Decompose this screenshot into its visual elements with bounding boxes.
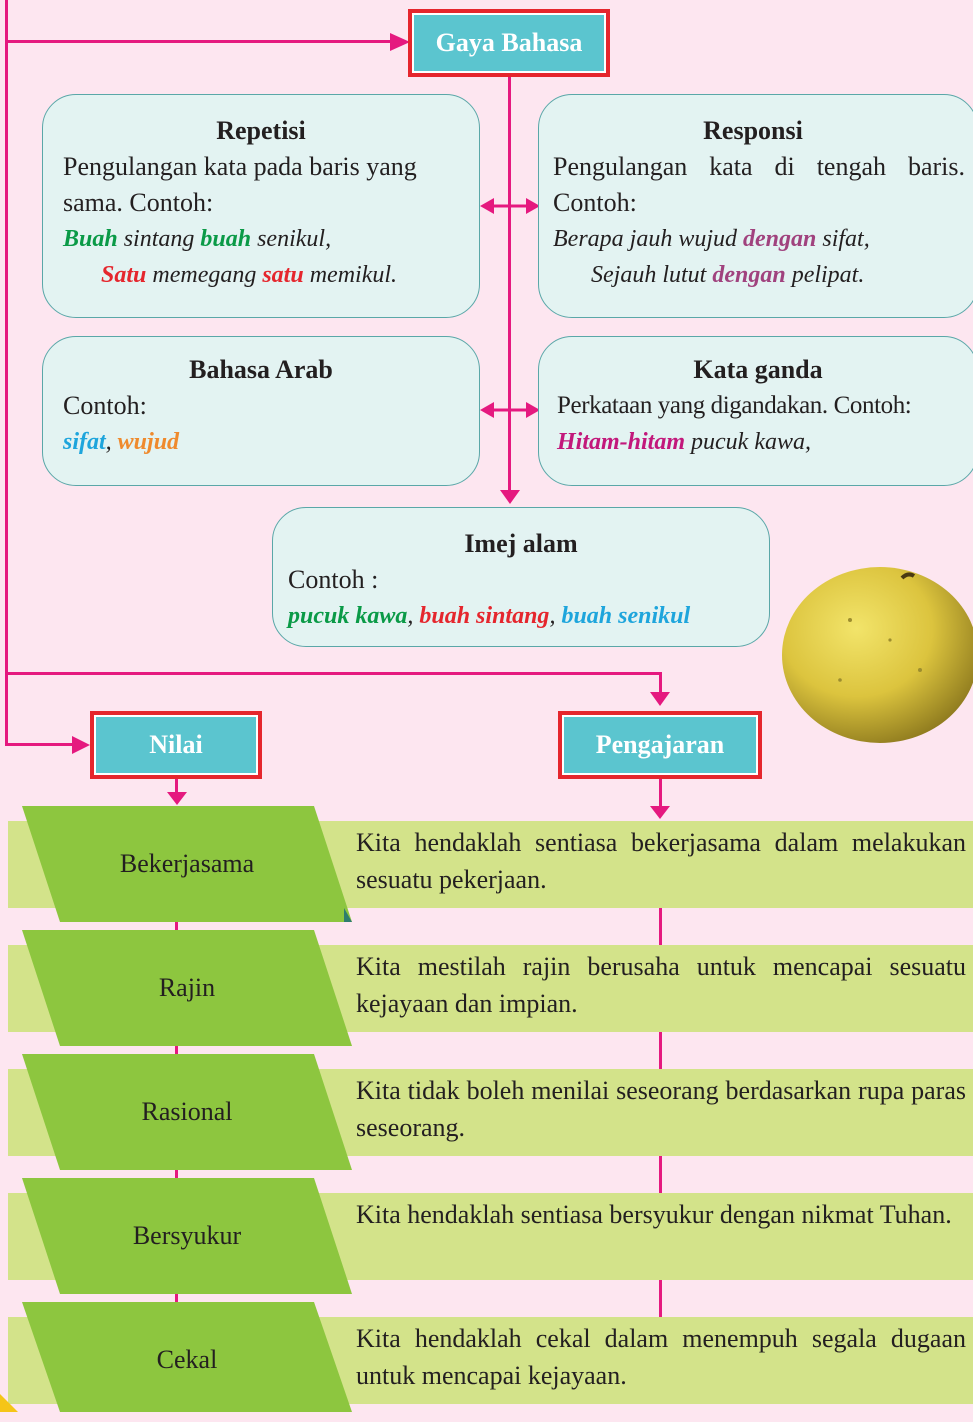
double-arrow-row1 [480, 198, 540, 214]
nilai-title: Nilai [90, 711, 262, 779]
arrow-to-pengajaran [650, 692, 670, 706]
pengajaran-title: Pengajaran [558, 711, 762, 779]
row-2: Rajin Kita mestilah rajin berusaha untuk… [0, 930, 973, 1050]
imej-alam-title: Imej alam [464, 529, 578, 558]
kata-ganda-example: Hitam-hitam pucuk kawa, [557, 429, 811, 455]
center-vertical-connector [508, 76, 511, 494]
top-horizontal-connector [5, 40, 395, 43]
responsi-title: Responsi [703, 116, 803, 145]
double-arrow-row2 [480, 402, 540, 418]
responsi-description: Pengulangan kata di tengah baris. [553, 152, 965, 181]
arrow-to-gaya-bahasa [390, 33, 410, 51]
kata-ganda-title: Kata ganda [693, 355, 823, 384]
row-5: Cekal Kita hendaklah cekal dalam menempu… [0, 1302, 973, 1422]
repetisi-example-line2: Satu memegang satu memikul. [101, 262, 398, 288]
pengajaran-text: Kita hendaklah sentiasa bersyukur dengan… [356, 1200, 952, 1229]
bahasa-arab-contoh: Contoh: [63, 391, 147, 420]
imej-alam-example: pucuk kawa, buah sintang, buah senikul [288, 603, 691, 629]
pengajaran-text: Kita tidak boleh menilai seseorang berda… [356, 1076, 966, 1142]
pengajaran-text: Kita hendaklah cekal dalam menempuh sega… [356, 1324, 966, 1390]
repetisi-title: Repetisi [216, 116, 306, 145]
responsi-contoh: Contoh: [553, 188, 637, 217]
pengajaran-drop-connector [659, 672, 662, 696]
repetisi-description: Pengulangan kata pada baris yang sama. C… [63, 152, 417, 217]
arrow-to-imej-alam [500, 490, 520, 504]
nilai-parallelogram: Bersyukur [22, 1178, 352, 1294]
nilai-parallelogram: Rajin [22, 930, 352, 1046]
arrow-pengajaran-down [650, 806, 670, 819]
gaya-bahasa-title: Gaya Bahasa [408, 9, 610, 77]
responsi-card: Responsi Pengulangan kata di tengah bari… [538, 94, 973, 318]
responsi-example-line2: Sejauh lutut dengan pelipat. [591, 262, 865, 288]
bahasa-arab-title: Bahasa Arab [189, 355, 333, 384]
nilai-feed-connector [5, 743, 75, 746]
kata-ganda-card: Kata ganda Perkataan yang digandakan. Co… [538, 336, 973, 486]
left-vertical-connector [5, 0, 8, 746]
mid-horizontal-connector [5, 672, 662, 675]
repetisi-card: Repetisi Pengulangan kata pada baris yan… [42, 94, 480, 318]
corner-decoration [0, 1394, 18, 1412]
row-1: Bekerjasama Kita hendaklah sentiasa beke… [0, 806, 973, 926]
arrow-to-nilai [72, 736, 90, 754]
nilai-parallelogram: Rasional [22, 1054, 352, 1170]
fruit-image [782, 567, 973, 743]
nilai-label: Rasional [141, 1097, 233, 1126]
bahasa-arab-card: Bahasa Arab Contoh: sifat, wujud [42, 336, 480, 486]
bahasa-arab-example: sifat, wujud [63, 429, 180, 455]
arrow-nilai-down [167, 792, 187, 805]
kata-ganda-description: Perkataan yang digandakan. Contoh: [557, 392, 912, 419]
pengajaran-text: Kita mestilah rajin berusaha untuk menca… [356, 952, 966, 1018]
imej-alam-card: Imej alam Contoh : pucuk kawa, buah sint… [272, 507, 770, 647]
row-3: Rasional Kita tidak boleh menilai seseor… [0, 1054, 973, 1174]
row-4: Bersyukur Kita hendaklah sentiasa bersyu… [0, 1178, 973, 1298]
responsi-example-line1: Berapa jauh wujud dengan sifat, [553, 226, 870, 252]
pengajaran-down-connector [659, 778, 662, 808]
nilai-label: Bekerjasama [119, 849, 255, 878]
nilai-parallelogram: Cekal [22, 1302, 352, 1418]
imej-alam-contoh: Contoh : [288, 565, 379, 594]
nilai-parallelogram: Bekerjasama [22, 806, 352, 922]
repetisi-example-line1: Buah sintang buah senikul, [63, 226, 332, 252]
nilai-label: Cekal [156, 1345, 218, 1374]
pengajaran-text: Kita hendaklah sentiasa bekerjasama dala… [356, 828, 966, 894]
nilai-down-connector [175, 778, 178, 796]
nilai-label: Rajin [158, 973, 216, 1002]
nilai-label: Bersyukur [132, 1221, 242, 1250]
